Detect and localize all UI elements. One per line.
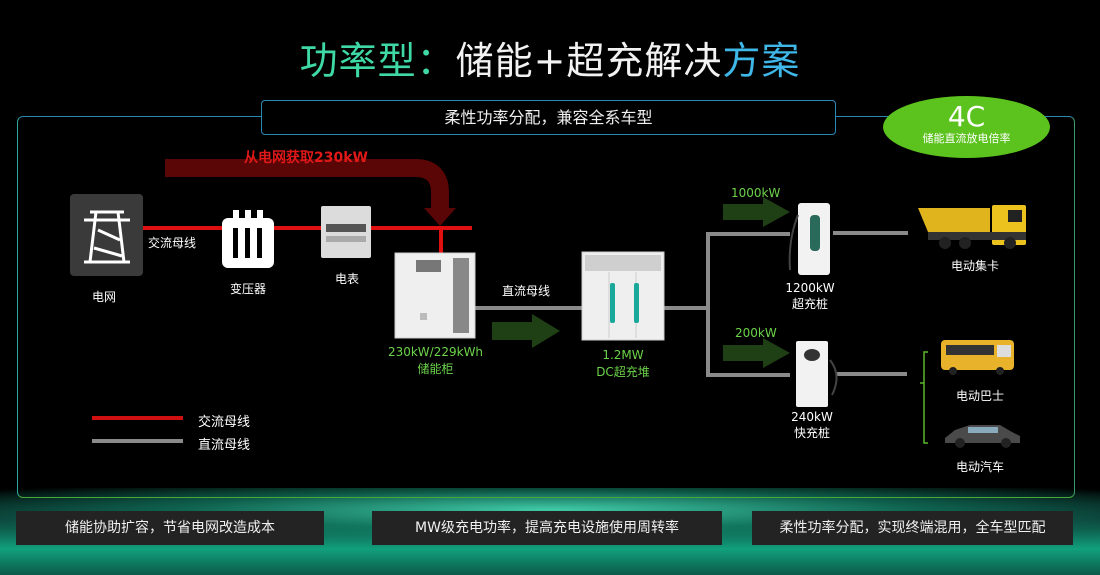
footer-item-2: MW级充电功率，提高充电设施使用周转率 — [372, 511, 722, 545]
dump-truck-icon — [918, 205, 1026, 249]
vehicle-bracket — [923, 351, 928, 444]
legend-ac-label: 交流母线 — [198, 415, 251, 430]
flow-arrow-upper — [723, 197, 790, 227]
super-charger-name: 超充桩 — [791, 297, 828, 311]
transformer-icon — [222, 210, 274, 268]
c-rate-badge: 4C 储能直流放电倍率 — [883, 96, 1050, 158]
bus-label: 电动巴士 — [955, 389, 1004, 403]
badge-label: 储能直流放电倍率 — [922, 132, 1011, 145]
flow-arrow-dc — [492, 314, 560, 348]
subtitle-box: 柔性功率分配，兼容全系车型 — [261, 100, 836, 135]
badge-value: 4C — [947, 100, 986, 133]
super-charger-icon — [788, 203, 830, 275]
fast-charger-spec: 240kW — [791, 410, 833, 424]
grid-draw-arrow — [165, 159, 449, 210]
lower-flow-label: 200kW — [735, 326, 777, 340]
dc-stack-icon — [581, 251, 665, 341]
title-part-2: 储能+超充解决 — [455, 39, 723, 83]
page-title: 功率型：储能+超充解决方案 — [0, 30, 1100, 85]
transformer-label: 变压器 — [230, 282, 267, 296]
legend-dc-label: 直流母线 — [198, 438, 251, 453]
electric-meter-icon — [321, 206, 371, 258]
dc-bus-label: 直流母线 — [502, 284, 551, 298]
electric-bus-icon — [941, 340, 1014, 375]
car-label: 电动汽车 — [955, 460, 1004, 474]
meter-label: 电表 — [335, 272, 360, 286]
grid-draw-label: 从电网获取230kW — [244, 150, 368, 166]
storage-cabinet-icon — [394, 252, 476, 339]
grid-label: 电网 — [92, 290, 117, 304]
ac-bus-label: 交流母线 — [148, 236, 197, 250]
truck-label: 电动集卡 — [950, 259, 999, 273]
storage-spec: 230kW/229kWh — [387, 345, 484, 359]
super-charger-spec: 1200kW — [785, 281, 835, 295]
dc-bus-branch — [706, 232, 790, 377]
electric-car-icon — [945, 425, 1020, 448]
fast-charger-name: 快充桩 — [793, 426, 830, 440]
footer-item-3: 柔性功率分配，实现终端混用，全车型匹配 — [752, 511, 1073, 545]
footer-item-1: 储能协助扩容，节省电网改造成本 — [16, 511, 324, 545]
fast-charger-icon — [796, 341, 838, 407]
upper-flow-label: 1000kW — [731, 186, 781, 200]
title-part-3: 方案 — [722, 39, 801, 83]
flow-arrow-lower — [723, 338, 790, 368]
stack-name: DC超充堆 — [596, 365, 650, 379]
stack-spec: 1.2MW — [602, 348, 644, 362]
title-part-1: 功率型： — [299, 39, 456, 83]
power-tower-icon — [70, 194, 143, 276]
storage-name: 储能柜 — [417, 362, 454, 376]
grid-draw-arrow-head — [424, 208, 456, 226]
